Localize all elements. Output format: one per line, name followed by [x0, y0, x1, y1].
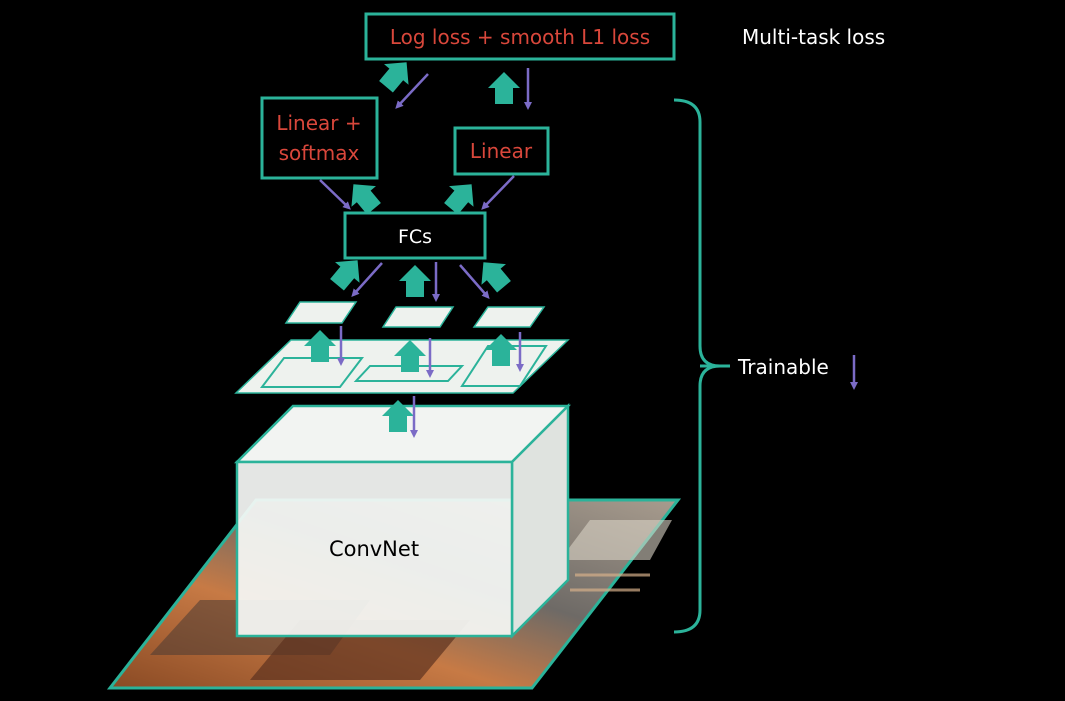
- multi-task-loss-label: Multi-task loss: [742, 25, 885, 49]
- convnet-block: ConvNet: [233, 402, 572, 640]
- roi-region-middle: [353, 365, 465, 382]
- fcs-box: FCs: [343, 211, 487, 260]
- linear-label: Linear: [470, 139, 533, 163]
- linear-box: Linear: [453, 126, 550, 176]
- fcs-label: FCs: [398, 226, 432, 248]
- up-arrow-icon: [488, 72, 520, 104]
- backward-arrows: [319, 68, 858, 438]
- linear-softmax-line1: Linear +: [276, 111, 361, 135]
- trainable-brace: [673, 98, 730, 634]
- trainable-label: Trainable: [737, 355, 829, 379]
- up-arrow-icon: [399, 265, 431, 297]
- down-arrow-icon: [395, 73, 429, 109]
- down-arrow-icon: [319, 179, 351, 210]
- roi-pooled-features: [284, 301, 546, 328]
- linear-softmax-box: Linear + softmax: [260, 96, 379, 180]
- roi-region-right: [460, 345, 548, 387]
- loss-label: Log loss + smooth L1 loss: [390, 25, 650, 49]
- down-arrow-icon: [459, 264, 490, 300]
- roi-region-left: [259, 357, 365, 388]
- down-arrow-icon: [351, 262, 383, 297]
- linear-softmax-line2: softmax: [279, 141, 360, 165]
- down-arrow-icon: [481, 175, 515, 210]
- convnet-label: ConvNet: [329, 537, 419, 561]
- loss-box: Log loss + smooth L1 loss: [364, 12, 676, 61]
